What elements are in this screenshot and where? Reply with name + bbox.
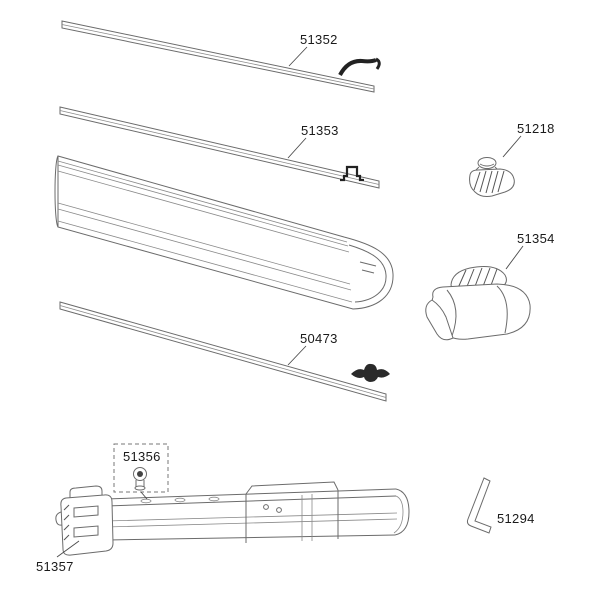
bracket-51357: 51357 [36, 485, 114, 574]
part-label-51218: 51218 [517, 121, 555, 136]
part-label-51353: 51353 [301, 123, 339, 138]
strip-51352: 51352 [61, 20, 381, 93]
part-label-51357: 51357 [36, 559, 74, 574]
part-label-51354: 51354 [517, 231, 555, 246]
hexkey-51294: 51294 [466, 477, 535, 534]
endcap-51354: 51354 [425, 231, 555, 341]
screw-51356: 51356 [113, 443, 169, 500]
part-label-51356: 51356 [123, 449, 161, 464]
strip-profile-51353-icon [340, 165, 364, 182]
slide-rail [105, 481, 410, 543]
strip-profile-51352-icon [338, 57, 381, 76]
part-label-51352: 51352 [300, 32, 338, 47]
clip-51218: 51218 [469, 121, 555, 197]
screw-head-icon [137, 471, 143, 477]
strip-50473: 50473 [59, 301, 390, 402]
part-label-51294: 51294 [497, 511, 535, 526]
part-label-50473: 50473 [300, 331, 338, 346]
strip-51353: 51353 [59, 106, 380, 189]
load-bar [54, 155, 394, 310]
strip-profile-50473-icon [351, 363, 390, 382]
